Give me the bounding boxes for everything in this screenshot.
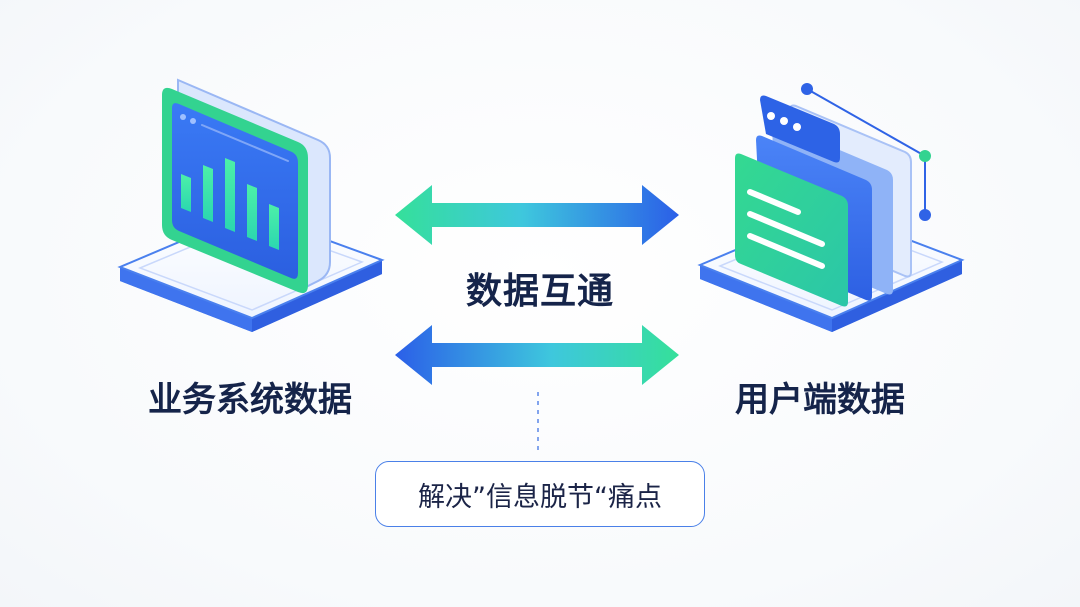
right-node-caption: 用户端数据 (735, 380, 905, 420)
bidirectional-arrow-icon (395, 325, 679, 385)
dashboard-monitor-icon (162, 87, 308, 294)
chart-bars (181, 158, 279, 250)
left-node-caption: 业务系统数据 (148, 380, 352, 420)
note-pill: 解决”信息脱节“痛点 (375, 461, 705, 527)
stacked-documents-icon (735, 95, 912, 307)
connector-lines (801, 83, 931, 221)
bidirectional-arrow-icon (395, 185, 679, 245)
note-text: 解决”信息脱节“痛点 (418, 481, 662, 513)
center-label: 数据互通 (465, 271, 614, 312)
right-node-graphic (697, 83, 965, 332)
left-node-graphic (117, 78, 385, 332)
